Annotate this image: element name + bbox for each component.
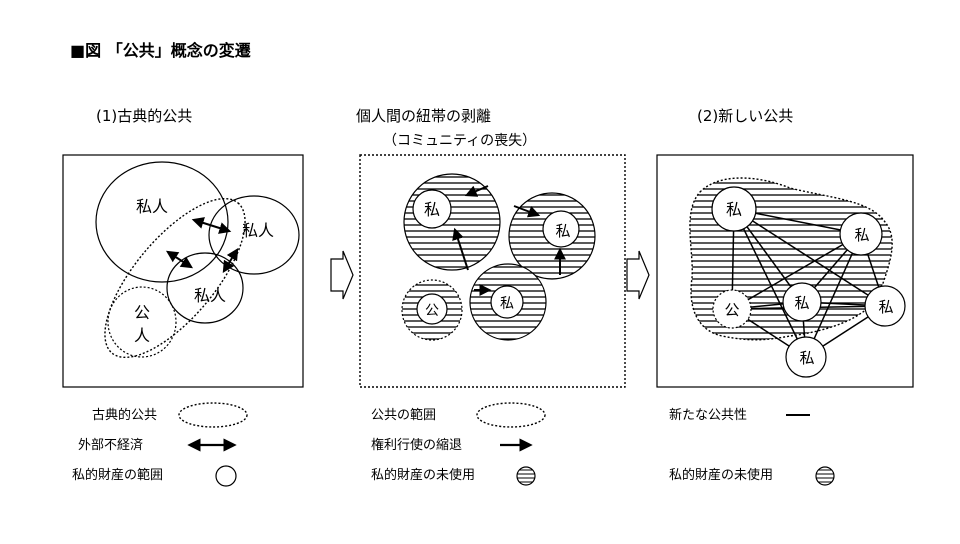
private-circle	[208, 195, 300, 275]
panel-new-frame	[656, 154, 914, 388]
transition-arrow-icon	[330, 250, 354, 300]
retreat-arrow	[452, 227, 469, 271]
legend-label: 私的財産の未使用	[371, 467, 475, 483]
legend-label: 外部不経済	[78, 437, 143, 453]
public-core	[416, 293, 448, 325]
legend-label: 権利行使の縮退	[371, 437, 462, 453]
circle-icon	[215, 465, 237, 487]
private-core	[542, 210, 580, 248]
public-node	[712, 289, 752, 329]
panel-separation-subheading: （コミュニティの喪失）	[383, 133, 536, 149]
hatched-circle-icon	[815, 466, 835, 486]
panel-separation-heading: 個人間の紐帯の剥離	[356, 107, 491, 125]
public-circle	[107, 286, 177, 358]
legend-new: 新たな公共性 私的財産の未使用	[669, 407, 835, 486]
connection-line	[733, 208, 886, 307]
connection-line	[733, 208, 807, 358]
retreat-arrow	[464, 185, 489, 197]
node-label: 私人	[136, 197, 168, 216]
panel-new-heading: (2)新しい公共	[697, 107, 793, 125]
transition-arrow-icon	[626, 250, 650, 300]
connection-line	[805, 233, 862, 358]
private-node	[782, 282, 822, 322]
panel-separation-frame	[359, 154, 626, 388]
classic-public-boundary	[104, 197, 246, 359]
externality-arrow	[191, 217, 232, 234]
node-label: 公	[425, 303, 439, 319]
legend-separation: 公共の範囲 権利行使の縮退 私的財産の未使用	[371, 402, 546, 486]
node-label: 私人	[242, 221, 274, 240]
private-circle	[166, 252, 244, 324]
panel-separation: 個人間の紐帯の剥離 （コミュニティの喪失） 私 私 私 公	[356, 107, 626, 388]
private-node	[839, 212, 883, 256]
node-label: 私	[500, 296, 514, 312]
legend-label: 私的財産の未使用	[669, 467, 773, 483]
panel-classic-heading: (1)古典的公共	[96, 107, 192, 125]
node-label: 人	[134, 326, 150, 345]
private-node	[864, 285, 906, 327]
node-label: 私人	[194, 286, 226, 305]
legend-label: 公共の範囲	[371, 408, 436, 423]
node-label: 私	[726, 200, 742, 219]
connection-line	[731, 233, 862, 310]
legend-label: 古典的公共	[92, 407, 157, 423]
panel-classic: (1)古典的公共 私人 私人 私人 公 人	[62, 107, 304, 388]
node-label: 私	[854, 226, 869, 244]
node-label: 公	[134, 303, 150, 322]
page-title: ■図 「公共」概念の変遷	[70, 41, 251, 60]
private-node	[711, 186, 757, 232]
node-label: 公	[724, 301, 739, 319]
private-circle	[95, 161, 229, 283]
externality-arrow	[222, 247, 239, 274]
node-label: 私	[794, 294, 809, 312]
node-label: 私	[878, 298, 893, 316]
retreat-arrow	[513, 205, 541, 218]
node-label: 私	[555, 222, 570, 240]
dotted-ellipse-icon	[178, 402, 248, 428]
externality-arrow	[165, 250, 194, 269]
dotted-ellipse-icon	[476, 402, 546, 428]
private-node	[785, 336, 827, 378]
legend-classic: 古典的公共 外部不経済 私的財産の範囲	[72, 402, 248, 487]
legend-label: 私的財産の範囲	[72, 467, 163, 483]
private-core	[412, 189, 452, 229]
node-label: 私	[799, 349, 814, 367]
node-label: 私	[424, 200, 440, 219]
legend-label: 新たな公共性	[669, 407, 747, 423]
panel-classic-frame	[62, 154, 304, 388]
hatched-circle-icon	[516, 466, 536, 486]
panel-new: (2)新しい公共 私 私 公 私 私	[656, 107, 914, 388]
private-core	[490, 285, 524, 319]
